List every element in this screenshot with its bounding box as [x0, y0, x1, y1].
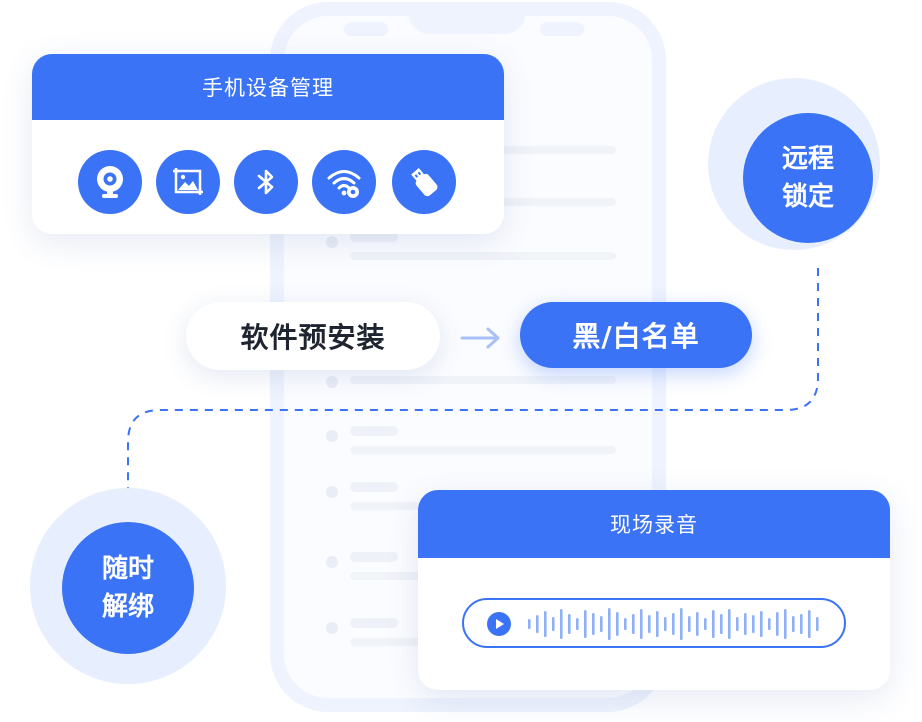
waveform-bar	[672, 613, 675, 635]
waveform-bar	[816, 617, 819, 631]
waveform-bar	[552, 617, 555, 631]
waveform-bar	[728, 609, 731, 639]
bluetooth-icon[interactable]	[234, 150, 298, 214]
waveform-bar	[616, 612, 619, 636]
waveform-bar	[720, 614, 723, 634]
audio-waveform	[528, 608, 819, 640]
waveform-bar	[664, 617, 667, 631]
waveform-bar	[712, 610, 715, 638]
waveform-bar	[544, 611, 547, 637]
software-preinstall-pill: 软件预安装	[186, 302, 440, 370]
waveform-bar	[736, 617, 739, 631]
waveform-bar	[792, 616, 795, 632]
phone-status-placeholder	[344, 22, 388, 36]
waveform-bar	[624, 618, 627, 630]
waveform-bar	[632, 614, 635, 634]
device-management-card: 手机设备管理	[32, 54, 504, 234]
remote-lock-badge: 远程 锁定	[743, 113, 873, 243]
waveform-bar	[568, 614, 571, 634]
waveform-bar	[704, 618, 707, 630]
waveform-bar	[688, 616, 691, 632]
waveform-bar	[744, 613, 747, 635]
waveform-bar	[768, 618, 771, 630]
waveform-bar	[696, 612, 699, 636]
webcam-icon[interactable]	[78, 150, 142, 214]
waveform-bar	[656, 611, 659, 637]
unbind-line2: 解绑	[101, 592, 154, 622]
play-button-icon[interactable]	[486, 611, 512, 637]
waveform-bar	[584, 610, 587, 638]
waveform-bar	[680, 608, 683, 640]
waveform-bar	[592, 613, 595, 635]
waveform-bar	[800, 614, 803, 634]
remote-lock-line2: 锁定	[781, 182, 834, 212]
waveform-bar	[760, 611, 763, 637]
screenshot-icon[interactable]	[156, 150, 220, 214]
waveform-bar	[776, 612, 779, 636]
phone-notch	[408, 4, 526, 34]
waveform-bar	[648, 615, 651, 633]
waveform-bar	[536, 615, 539, 633]
onsite-recording-card: 现场录音	[418, 490, 890, 690]
phone-status-placeholder	[540, 22, 584, 36]
usb-drive-icon[interactable]	[392, 150, 456, 214]
waveform-bar	[608, 608, 611, 640]
remote-lock-line1: 远程	[781, 144, 834, 174]
unbind-line1: 随时	[101, 554, 154, 584]
waveform-bar	[560, 609, 563, 639]
blacklist-whitelist-pill: 黑/白名单	[520, 302, 752, 368]
waveform-bar	[528, 619, 531, 629]
arrow-right-icon	[460, 327, 500, 349]
onsite-recording-title: 现场录音	[418, 490, 890, 558]
waveform-bar	[752, 615, 755, 633]
waveform-bar	[640, 609, 643, 639]
device-management-title: 手机设备管理	[32, 54, 504, 120]
wifi-settings-icon[interactable]	[312, 150, 376, 214]
waveform-bar	[600, 616, 603, 632]
waveform-bar	[576, 618, 579, 630]
audio-player	[462, 598, 846, 648]
waveform-bar	[808, 610, 811, 638]
waveform-bar	[784, 609, 787, 639]
unbind-badge: 随时 解绑	[62, 522, 194, 654]
